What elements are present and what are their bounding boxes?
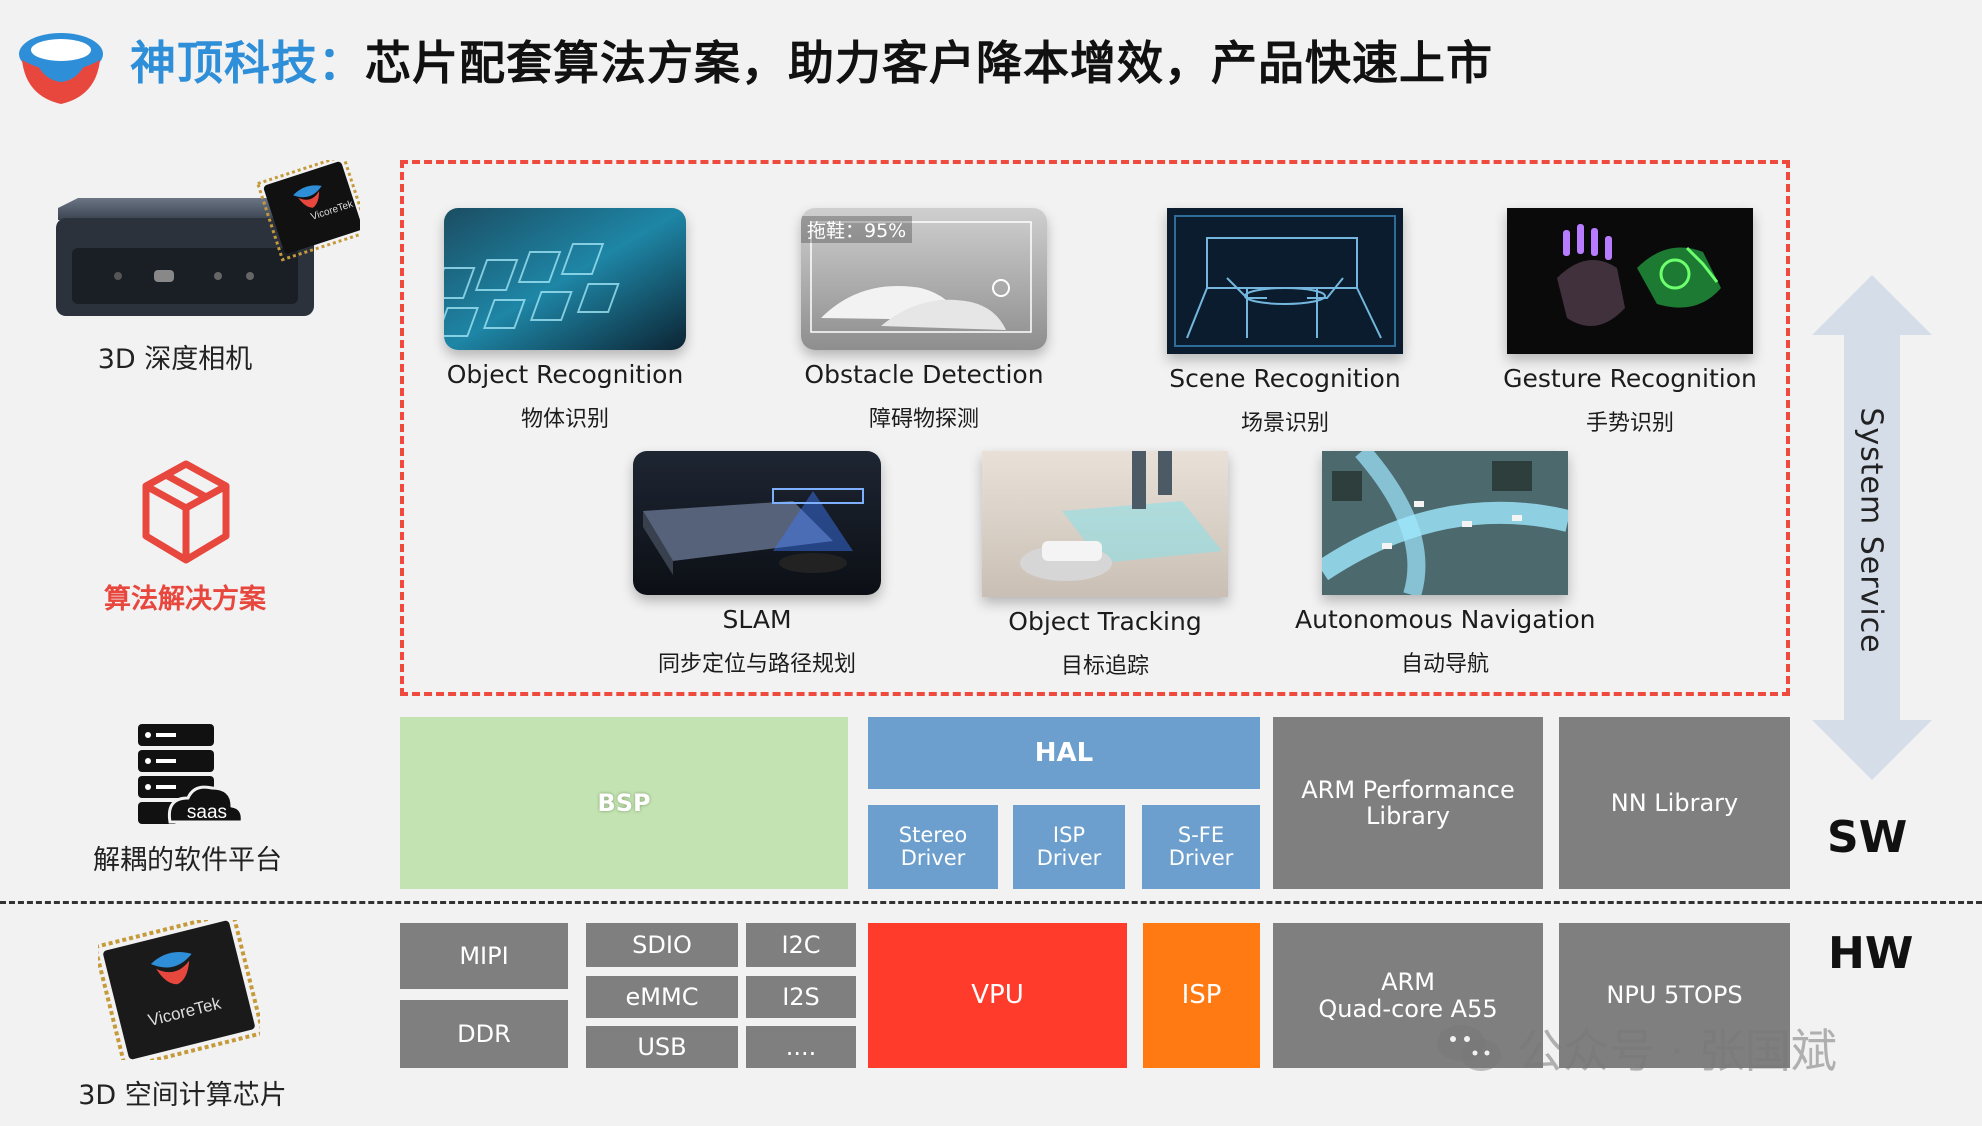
sw-label: SW: [1827, 812, 1908, 863]
algorithm-en: Gesture Recognition: [1503, 364, 1757, 393]
emmc-block: eMMC: [586, 976, 738, 1018]
algorithm-object-tracking: Object Tracking 目标追踪: [980, 451, 1230, 680]
algorithm-en: Object Recognition: [446, 360, 684, 389]
cube-icon: [142, 460, 230, 564]
system-service-text: System Service: [1853, 406, 1889, 654]
algorithm-cn: 目标追踪: [1060, 654, 1149, 679]
title-text: 芯片配套算法方案，助力客户降本增效，产品快速上市: [365, 36, 1493, 90]
algorithm-box: [400, 160, 1790, 696]
algorithm-solution-label: 算法解决方案: [104, 584, 266, 615]
algorithm-slam: SLAM 同步定位与路径规划: [632, 451, 882, 678]
watermark: 公众号 · 张国斌: [1435, 1015, 1837, 1081]
detection-overlay-text: 拖鞋：95%: [801, 216, 913, 243]
usb-block: USB: [586, 1026, 738, 1068]
chip-image: VicoreTek: [98, 920, 260, 1060]
camera-label: 3D 深度相机: [97, 344, 253, 375]
i2c-block: I2C: [746, 923, 856, 967]
algorithm-autonomous-navigation: Autonomous Navigation 自动导航: [1295, 451, 1596, 678]
isp-block: ISP: [1143, 923, 1260, 1068]
algorithm-cn: 场景识别: [1240, 411, 1329, 436]
algorithm-obstacle-detection: 拖鞋：95% Obstacle Detection 障碍物探测: [801, 208, 1047, 433]
algorithm-cn: 自动导航: [1400, 652, 1489, 677]
algorithm-cn: 障碍物探测: [868, 407, 979, 432]
sw-hw-divider: [0, 901, 1982, 904]
algorithm-en: Scene Recognition: [1169, 364, 1401, 393]
algorithm-object-recognition: Object Recognition 物体识别: [440, 208, 690, 433]
brand-name: 神顶科技：: [130, 36, 365, 90]
algorithm-en: Object Tracking: [1008, 607, 1202, 636]
bsp-block: BSP: [400, 717, 848, 889]
gesture-recognition-image: [1507, 208, 1753, 354]
arm-performance-library-block: ARM Performance Library: [1273, 717, 1543, 889]
isp-driver-block: ISP Driver: [1013, 805, 1125, 889]
nn-library-block: NN Library: [1559, 717, 1790, 889]
algorithm-gesture-recognition: Gesture Recognition 手势识别: [1500, 208, 1760, 437]
system-service-label: System Service: [1826, 400, 1916, 660]
hal-block: HAL: [868, 717, 1260, 789]
hw-label: HW: [1828, 928, 1914, 979]
company-logo: [19, 33, 103, 104]
page-title: 神顶科技：芯片配套算法方案，助力客户降本增效，产品快速上市: [130, 30, 1493, 96]
i2s-block: I2S: [746, 976, 856, 1018]
object-tracking-image: [982, 451, 1228, 597]
autonomous-navigation-image: [1322, 451, 1568, 595]
algorithm-cn: 手势识别: [1585, 411, 1674, 436]
arm-cpu-block: ARM Quad-core A55: [1273, 923, 1543, 1068]
algorithm-en: SLAM: [722, 605, 792, 634]
system-service-arrow: [1812, 275, 1932, 780]
more-interfaces-block: ....: [746, 1026, 856, 1068]
server-saas-icon: saas: [138, 724, 244, 824]
watermark-text: 公众号 · 张国斌: [1517, 1024, 1837, 1078]
chip-label: 3D 空间计算芯片: [78, 1080, 287, 1111]
algorithm-cn: 物体识别: [520, 407, 609, 432]
wechat-icon: [1437, 1025, 1501, 1071]
sdio-block: SDIO: [586, 923, 738, 967]
algorithm-en: Autonomous Navigation: [1295, 605, 1596, 634]
depth-camera-image: VicoreTek: [56, 160, 360, 316]
npu-block: NPU 5TOPS: [1559, 923, 1790, 1068]
software-platform-label: 解耦的软件平台: [93, 845, 282, 876]
slam-image: [633, 451, 881, 595]
sfe-driver-block: S-FE Driver: [1142, 805, 1260, 889]
saas-text: saas: [187, 802, 227, 823]
algorithm-cn: 同步定位与路径规划: [657, 652, 856, 677]
ddr-block: DDR: [400, 1000, 568, 1068]
stereo-driver-block: Stereo Driver: [868, 805, 998, 889]
scene-recognition-image: [1167, 208, 1403, 354]
mipi-block: MIPI: [400, 923, 568, 989]
vpu-block: VPU: [868, 923, 1127, 1068]
object-recognition-image: [444, 208, 686, 350]
obstacle-detection-image: 拖鞋：95%: [801, 208, 1047, 350]
algorithm-en: Obstacle Detection: [804, 360, 1044, 389]
algorithm-scene-recognition: Scene Recognition 场景识别: [1165, 208, 1405, 437]
